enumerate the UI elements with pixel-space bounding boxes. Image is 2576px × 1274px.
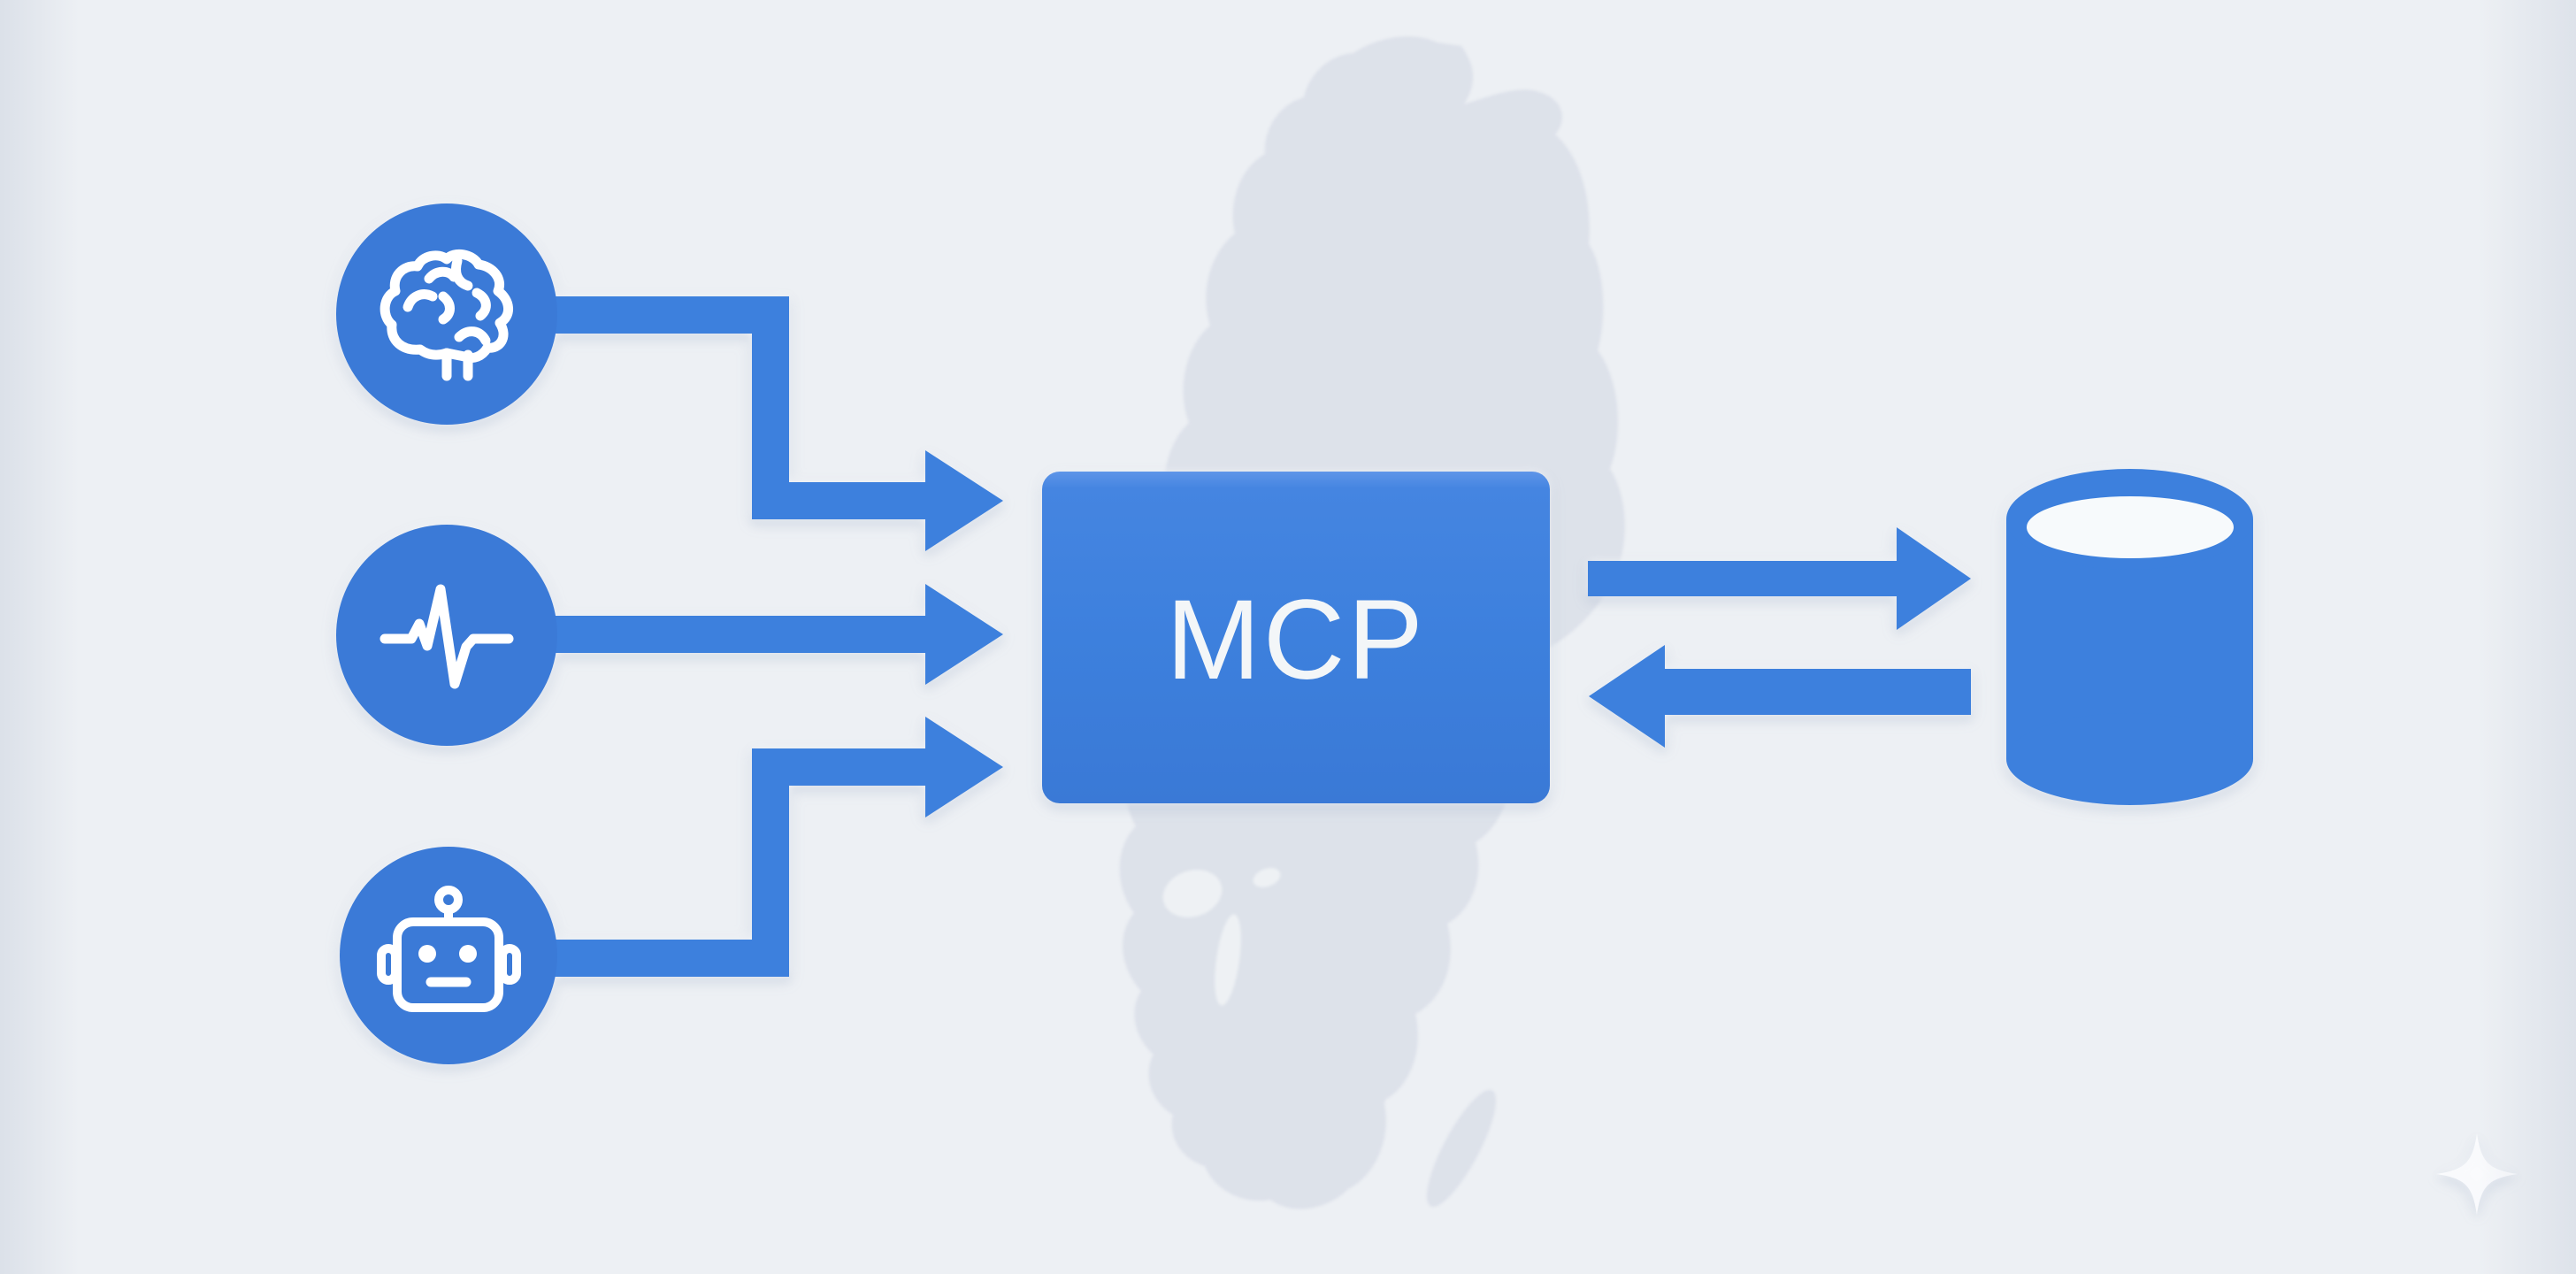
arrowhead-pulse [925,584,1003,685]
robot-node [340,847,557,1064]
pulse-waveform-icon [380,584,514,689]
brain-to-mcp-connector [447,296,926,519]
brain-icon [380,249,513,381]
mcp-box: MCP [1042,472,1550,803]
mcp-to-database-arrow [1588,527,1971,630]
sparkle-icon [2436,1133,2518,1215]
robot-to-mcp-connector [448,748,926,977]
edge-shading-left [0,0,80,1274]
arrowhead-brain [925,450,1003,551]
arrowhead-robot [925,717,1003,817]
mcp-label: MCP [1166,577,1425,703]
edge-shading-right [2479,0,2576,1274]
robot-icon [377,886,521,1012]
database-to-mcp-arrow [1589,645,1971,748]
connector-arrowheads [925,450,1003,817]
database-cylinder-icon [2006,469,2253,805]
